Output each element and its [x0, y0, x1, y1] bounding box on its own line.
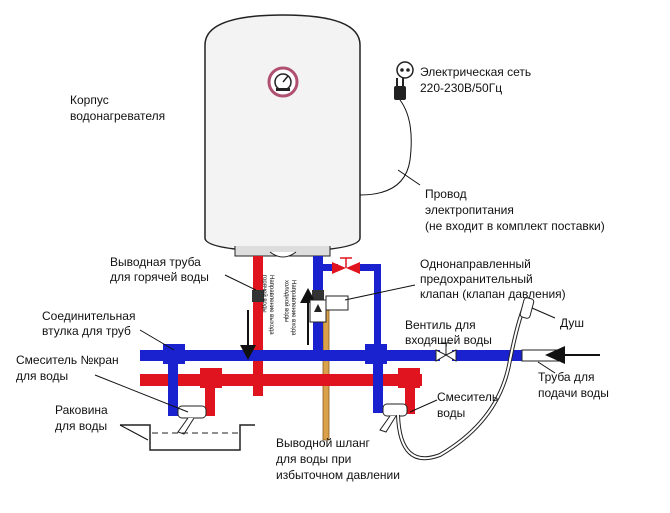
- sink: [120, 424, 255, 451]
- leader-lines: [94, 169, 556, 441]
- hot-direction-label: Направление выходагорячей воды: [261, 275, 274, 335]
- shower-label: Душ: [560, 316, 584, 330]
- faucet-icon: [177, 403, 408, 435]
- power-cable: [359, 99, 412, 196]
- water-heater-tank: [204, 14, 361, 258]
- safety-valve: [309, 295, 349, 323]
- power-socket-icon: [396, 61, 414, 79]
- thermometer-gauge-icon: [267, 66, 299, 98]
- shower-head-icon: [519, 297, 535, 319]
- power-plug-icon: [394, 78, 406, 100]
- valve-icon: [332, 257, 457, 362]
- flow-arrow-icon: [240, 288, 600, 364]
- cold-direction-label: Направление входахолодной воды: [283, 280, 296, 336]
- hot-water-pipes: [140, 256, 422, 416]
